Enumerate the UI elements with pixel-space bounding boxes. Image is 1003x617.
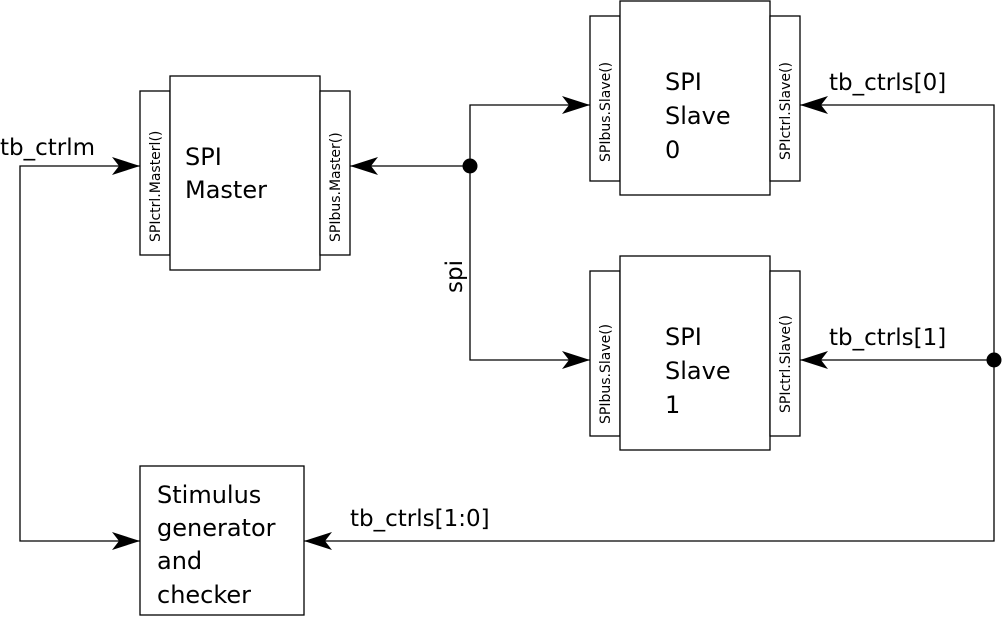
master-body xyxy=(169,75,321,271)
arrowhead-master-bus xyxy=(350,157,378,175)
master-bus-port-label: SPIbus.Master() xyxy=(328,132,344,242)
slave1-bus-port-label: SPIbus.Slave() xyxy=(598,324,614,424)
tb-ctrls-junction-dot xyxy=(986,352,1002,368)
arrowhead-slave0-bus xyxy=(562,96,590,114)
slave1-bus-port xyxy=(589,270,621,437)
stimulus-line2: generator xyxy=(157,514,276,542)
tb-ctrls0-label: tb_ctrls[0] xyxy=(829,70,946,96)
arrowhead-master-ctrl xyxy=(112,157,140,175)
slave1-title-line3: 1 xyxy=(665,391,680,419)
tb-ctrls-all-label: tb_ctrls[1:0] xyxy=(350,506,490,532)
slave0-bus-port-label: SPIbus.Slave() xyxy=(598,62,614,162)
slave0-bus-port xyxy=(589,15,621,182)
master-title-line1: SPI xyxy=(185,143,222,171)
arrowhead-slave1-ctrl xyxy=(800,351,828,369)
arrowhead-stimulus-left xyxy=(112,532,140,550)
stimulus-line1: Stimulus xyxy=(157,481,261,509)
tb-ctrlm-label: tb_ctrlm xyxy=(0,135,95,161)
stimulus-block: Stimulus generator and checker xyxy=(139,465,305,616)
stimulus-line3: and xyxy=(157,547,202,575)
master-ctrl-port xyxy=(139,90,171,256)
slave1-title-line2: Slave xyxy=(665,357,731,385)
slave1-ctrl-port xyxy=(769,270,801,437)
slave1-body xyxy=(619,255,771,451)
slave1-title-line1: SPI xyxy=(665,323,702,351)
master-bus-port xyxy=(319,90,351,256)
spi-label: spi xyxy=(442,260,468,293)
slave0-title-line3: 0 xyxy=(665,136,680,164)
spi-master-block: SPIctrl.Masterl() SPIbus.Master() SPI Ma… xyxy=(139,75,351,271)
slave1-ctrl-port-label: SPIctrl.Slave() xyxy=(778,315,794,413)
master-title-line2: Master xyxy=(185,176,267,204)
spi-slave1-block: SPIbus.Slave() SPIctrl.Slave() SPI Slave… xyxy=(589,255,801,451)
slave0-ctrl-port-label: SPIctrl.Slave() xyxy=(778,62,794,160)
master-ctrl-port-label: SPIctrl.Masterl() xyxy=(148,131,164,242)
arrowhead-slave0-ctrl xyxy=(800,96,828,114)
tb-ctrlm-wire xyxy=(19,165,140,542)
arrowhead-slave1-bus xyxy=(562,351,590,369)
slave0-title-line2: Slave xyxy=(665,102,731,130)
slave0-body xyxy=(619,0,771,196)
stimulus-line4: checker xyxy=(157,581,251,609)
tb-ctrls1-label: tb_ctrls[1] xyxy=(829,325,946,351)
slave0-title-line1: SPI xyxy=(665,68,702,96)
spi-bus-wire-slaves xyxy=(469,104,590,361)
arrowhead-stimulus-right xyxy=(304,532,332,550)
spi-junction-dot xyxy=(462,158,478,174)
tb-ctrls-wire xyxy=(304,104,995,542)
stimulus-body xyxy=(139,465,305,616)
spi-slave0-block: SPIbus.Slave() SPIctrl.Slave() SPI Slave… xyxy=(589,0,801,196)
slave0-ctrl-port xyxy=(769,15,801,182)
